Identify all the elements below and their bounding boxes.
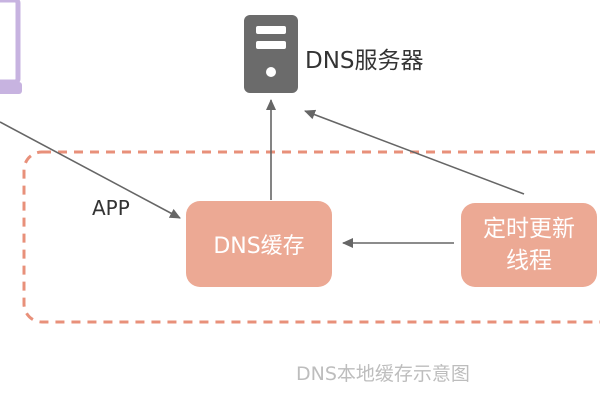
update-thread-label-line1: 定时更新 <box>483 216 575 242</box>
laptop-icon <box>0 0 22 94</box>
update-thread-label-line2: 线程 <box>506 248 552 274</box>
server-icon <box>244 15 298 93</box>
dns-cache-label: DNS缓存 <box>213 234 305 259</box>
server-label: DNS服务器 <box>305 48 424 74</box>
update-thread-node: 定时更新 线程 <box>461 203 597 287</box>
app-label: APP <box>92 196 130 220</box>
local-cache-boundary <box>22 150 600 324</box>
laptop-to-cache-arrow <box>0 121 181 219</box>
dns-cache-node: DNS缓存 <box>186 201 332 287</box>
updater-to-server-arrow <box>304 109 525 195</box>
diagram-caption: DNS本地缓存示意图 <box>296 363 470 385</box>
